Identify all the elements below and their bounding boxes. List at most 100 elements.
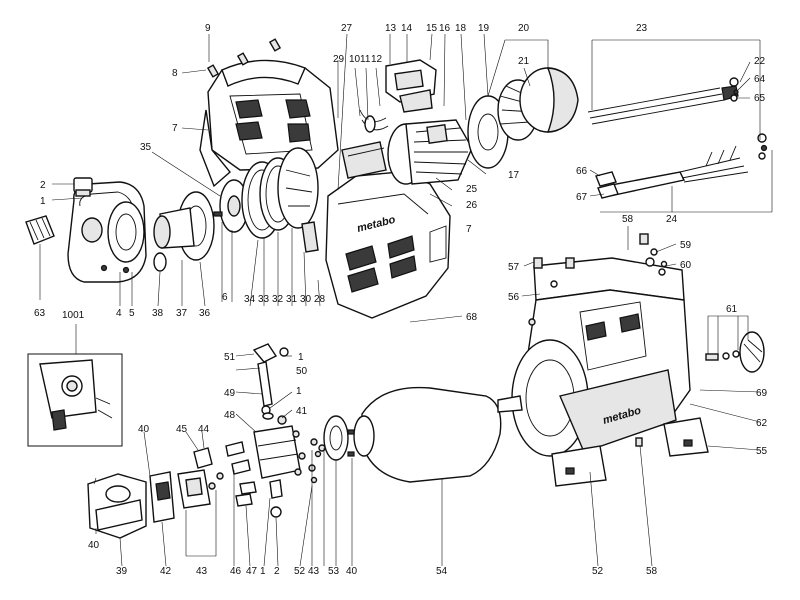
- part-number-label: 21: [518, 56, 530, 67]
- part-number-label: 27: [341, 23, 353, 34]
- part-number-label: 2: [274, 566, 280, 577]
- part-number-label: 8: [172, 68, 178, 79]
- part-number-label: 30: [300, 294, 312, 305]
- gauge-61: [705, 331, 765, 373]
- part-number-label: 66: [576, 166, 588, 177]
- motor-assembly: [341, 59, 473, 185]
- part-number-label: 40: [346, 566, 358, 577]
- part-number-label: 55: [756, 446, 768, 457]
- pressure-switch-valve: [225, 415, 322, 518]
- screws-57-58-59-60: [533, 233, 668, 447]
- part-number-label: 12: [371, 54, 383, 65]
- control-box-39-45: [87, 447, 224, 539]
- part-number-label: 61: [726, 304, 738, 315]
- part-number-label: 37: [176, 308, 188, 319]
- part-number-label: 1001: [62, 310, 85, 321]
- part-number-label: 41: [296, 406, 308, 417]
- part-number-label: 65: [754, 93, 766, 104]
- part-number-label: 51: [224, 352, 236, 363]
- part-number-label: 26: [466, 200, 478, 211]
- part-number-label: 22: [754, 56, 766, 67]
- part-number-label: 15: [426, 23, 438, 34]
- part-number-label: 13: [385, 23, 397, 34]
- part-number-label: 14: [401, 23, 413, 34]
- part-number-label: 52: [294, 566, 306, 577]
- part-number-label: 24: [666, 214, 678, 225]
- plug-2: [73, 177, 93, 197]
- part-number-label: 58: [622, 214, 634, 225]
- part-number-label: 32: [272, 294, 284, 305]
- cable-23: [587, 77, 739, 125]
- part-number-label: 25: [466, 184, 478, 195]
- pressure-vessel: [310, 386, 523, 483]
- diffuser-35: [213, 179, 249, 233]
- part-number-label: 29: [333, 54, 345, 65]
- cable-24: [595, 133, 768, 199]
- part-number-label: 46: [230, 566, 242, 577]
- part-number-label: 59: [680, 240, 692, 251]
- part-number-label: 34: [244, 294, 256, 305]
- part-number-label: 33: [258, 294, 270, 305]
- motor-shroud: metabo: [325, 171, 451, 319]
- part-number-label: 7: [466, 224, 472, 235]
- part-number-label: 63: [34, 308, 46, 319]
- part-number-label: 62: [756, 418, 768, 429]
- part-number-label: 44: [198, 424, 210, 435]
- seal-rings: [241, 147, 319, 253]
- leader-lines: [39, 33, 773, 567]
- part-number-label: 31: [286, 294, 298, 305]
- part-number-label: 2: [40, 180, 46, 191]
- part-number-label: 9: [205, 23, 211, 34]
- part-number-label: 28: [314, 294, 326, 305]
- part-number-label: 53: [328, 566, 340, 577]
- part-number-label: 4: [116, 308, 122, 319]
- part-number-label: 68: [466, 312, 478, 323]
- part-number-label: 69: [756, 388, 768, 399]
- part-number-label: 49: [224, 388, 236, 399]
- part-number-label: 48: [224, 410, 236, 421]
- part-number-label: 60: [680, 260, 692, 271]
- part-number-label: 67: [576, 192, 588, 203]
- part-number-label: 39: [116, 566, 128, 577]
- part-number-label: 23: [636, 23, 648, 34]
- detail-1001-box: [27, 353, 123, 447]
- part-number-label: 40: [138, 424, 150, 435]
- part-number-label: 20: [518, 23, 530, 34]
- part-number-label: 57: [508, 262, 520, 273]
- part-number-label: 40: [88, 540, 100, 551]
- part-number-label: 45: [176, 424, 188, 435]
- part-number-label: 1: [296, 386, 302, 397]
- part-number-label: 19: [478, 23, 490, 34]
- screws-8-9: [206, 38, 282, 78]
- part-number-label: 18: [455, 23, 467, 34]
- fan-and-fan-cover: [467, 67, 579, 169]
- part-number-label: 1: [298, 352, 304, 363]
- part-number-label: 56: [508, 292, 520, 303]
- part-number-label: 11: [360, 54, 371, 65]
- part-number-label: 5: [129, 308, 135, 319]
- strainer-63: [25, 215, 55, 245]
- part-number-label: 1: [260, 566, 266, 577]
- part-number-label: 43: [308, 566, 320, 577]
- handle-housing: [199, 59, 339, 188]
- part-number-label: 42: [160, 566, 172, 577]
- part-number-label: 58: [646, 566, 658, 577]
- part-number-label: 47: [246, 566, 258, 577]
- part-number-label: 38: [152, 308, 164, 319]
- part-number-label: 6: [222, 292, 228, 303]
- part-number-label: 64: [754, 74, 766, 85]
- part-number-label: 35: [140, 142, 152, 153]
- part-number-label: 54: [436, 566, 448, 577]
- part-number-label: 1: [40, 196, 46, 207]
- part-number-label: 16: [439, 23, 451, 34]
- pump-housing-cover: [67, 181, 147, 283]
- part-number-label: 7: [172, 123, 178, 134]
- impeller-stage: [153, 191, 215, 272]
- part-number-label: 10: [349, 54, 361, 65]
- pipe-and-elbow: [252, 343, 289, 420]
- base-frame: metabo: [511, 257, 709, 487]
- part-number-label: 43: [196, 566, 208, 577]
- part-number-label: 36: [199, 308, 211, 319]
